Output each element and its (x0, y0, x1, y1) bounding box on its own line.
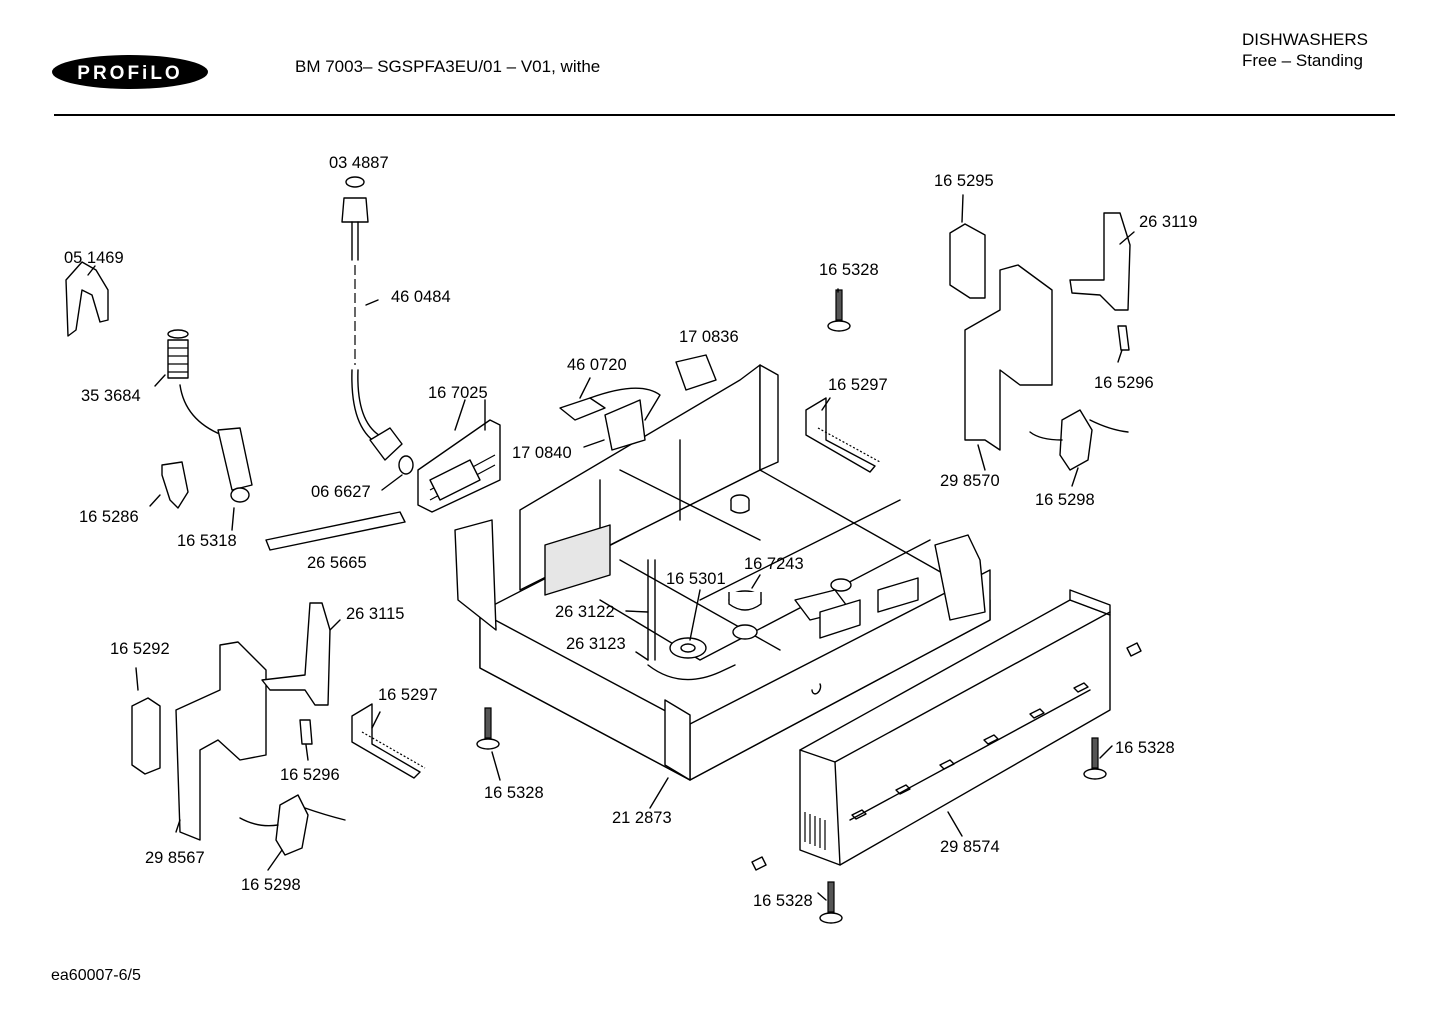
part-label: 16 5296 (280, 766, 340, 784)
part-label: 16 5297 (378, 686, 438, 704)
part-label: 29 8574 (940, 838, 1000, 856)
part-label: 26 3119 (1139, 213, 1197, 231)
part-label: 46 0484 (391, 288, 451, 306)
part-label: 26 5665 (307, 554, 367, 572)
foot-screw-drawings (476, 289, 1142, 924)
part-label: 17 0836 (679, 328, 739, 346)
right-bracket-drawings (949, 212, 1131, 471)
profilo-logo: PROFiLO (51, 54, 209, 90)
part-label: 06 6627 (311, 483, 371, 501)
part-label: 16 5318 (177, 532, 237, 550)
part-label: 16 5292 (110, 640, 170, 658)
part-label: 16 5328 (819, 261, 879, 279)
part-label: 26 3123 (566, 635, 626, 653)
category-line-1: DISHWASHERS (1242, 30, 1368, 49)
part-label: 16 5295 (934, 172, 994, 190)
part-label: 17 0840 (512, 444, 572, 462)
part-label: 16 5298 (1035, 491, 1095, 509)
kick-plate-drawing (799, 589, 1111, 866)
part-label: 16 7243 (744, 555, 804, 573)
category-line-2: Free – Standing (1242, 51, 1363, 70)
part-label: 35 3684 (81, 387, 141, 405)
part-label: 16 5328 (753, 892, 813, 910)
part-label: 03 4887 (329, 154, 389, 172)
base-tub-drawing (454, 364, 991, 781)
part-label: 16 5301 (666, 570, 726, 588)
header-divider (54, 114, 1395, 116)
part-labels: 03 4887 46 0484 05 1469 35 3684 16 5286 … (64, 154, 1197, 910)
part-label: 26 3115 (346, 605, 404, 623)
part-label: 05 1469 (64, 249, 124, 267)
part-label: 16 5286 (79, 508, 139, 526)
part-label: 16 5298 (241, 876, 301, 894)
part-label: 16 5328 (1115, 739, 1175, 757)
part-label: 46 0720 (567, 356, 627, 374)
part-label: 16 5297 (828, 376, 888, 394)
part-label: 29 8570 (940, 472, 1000, 490)
brand-text: PROFiLO (77, 63, 182, 84)
part-label: 16 5328 (484, 784, 544, 802)
left-bracket-drawings (131, 602, 346, 856)
drawing-code: ea60007-6/5 (51, 967, 141, 984)
spring-drawings (351, 397, 881, 779)
model-title: BM 7003– SGSPFA3EU/01 – V01, withe (295, 57, 601, 76)
part-label: 21 2873 (612, 809, 672, 827)
water-inlet-drawings (65, 176, 717, 551)
category: DISHWASHERS Free – Standing (1242, 29, 1368, 71)
part-label: 29 8567 (145, 849, 205, 867)
part-label: 16 5296 (1094, 374, 1154, 392)
leader-lines (87, 194, 1135, 901)
part-label: 16 7025 (428, 384, 488, 402)
part-label: 26 3122 (555, 603, 615, 621)
